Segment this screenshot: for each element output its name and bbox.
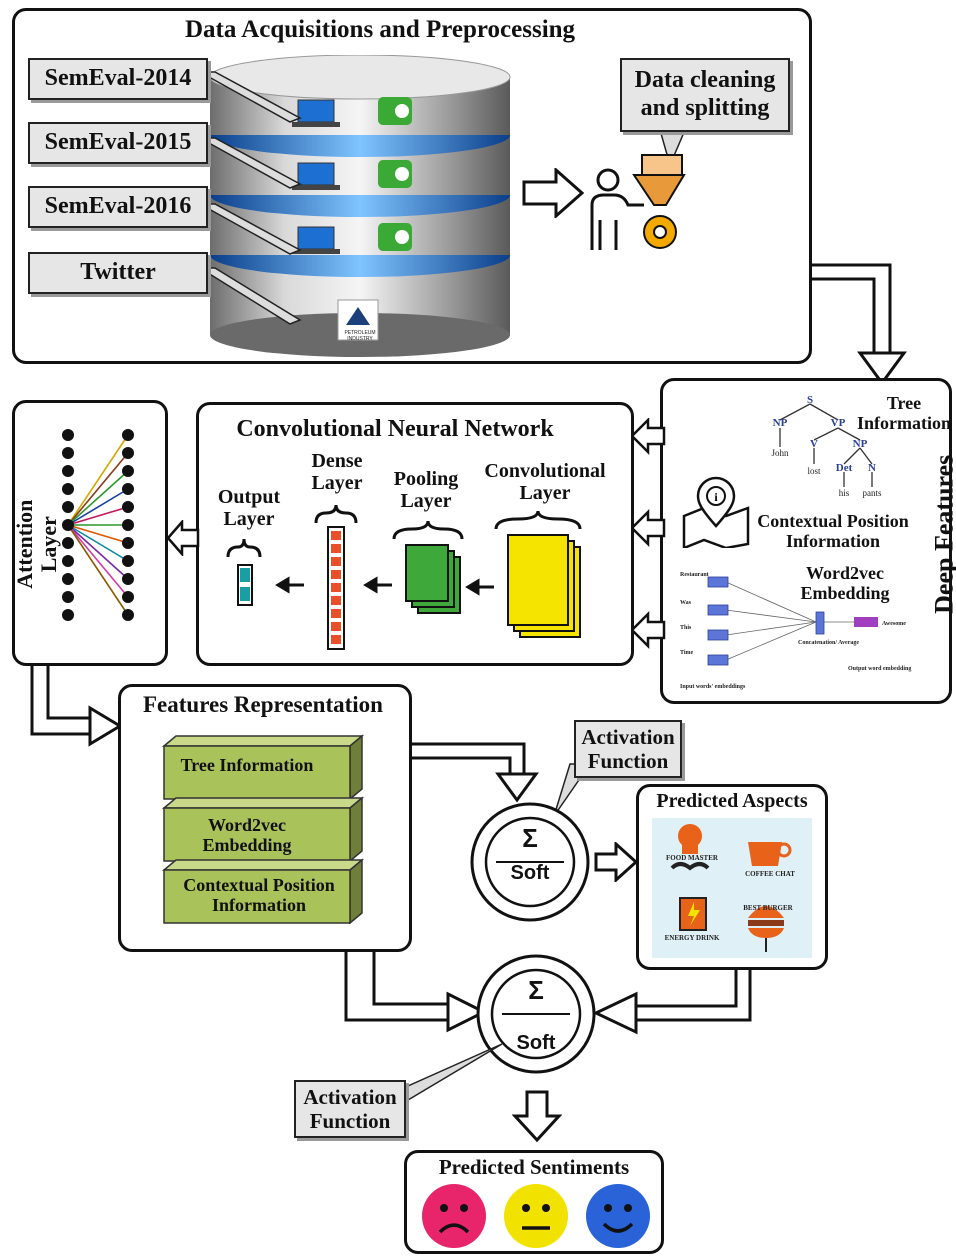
activation-pointer-2 [407, 1043, 503, 1100]
map-info-icon: i [682, 476, 750, 548]
feature-blocks [161, 734, 365, 924]
dataset-tag-semeval-2016: SemEval-2016 [28, 186, 208, 228]
db-badge-text: PETROLEUM INDUSTRY [344, 330, 376, 342]
softmax-soft-1: Soft [510, 862, 550, 884]
feature-block-tree: Tree Information [180, 755, 314, 775]
features-title: Features Representation [143, 692, 383, 717]
positive-face-icon [586, 1184, 650, 1248]
neutral-face-fill [504, 1184, 568, 1248]
aspect-label-energy: ENERGY DRINK [665, 934, 720, 942]
sentiments-title: Predicted Sentiments [438, 1155, 630, 1179]
cleaning-tag: Data cleaning and splitting [620, 58, 790, 132]
softmax-sigma-2: Σ [528, 975, 544, 1005]
w2v-input-label: Input words' embeddings [680, 684, 746, 690]
feature-block-context: Contextual Position Information [183, 875, 335, 915]
flow-arrow-to-aspects [594, 842, 638, 882]
w2v-word-1: Was [680, 600, 692, 606]
energy-drink-icon [679, 897, 707, 931]
softmax-soft-2: Soft [516, 1032, 556, 1054]
flow-arrow-features-to-activation-2 [344, 950, 488, 1033]
positive-face-fill [586, 1184, 650, 1248]
context-info-label: Contextual Position Information [757, 511, 909, 551]
person-funnel-icon [590, 154, 686, 250]
aspects-title: Predicted Aspects [656, 790, 808, 812]
tree-node-s: S [807, 394, 813, 406]
negative-face-fill [422, 1184, 486, 1248]
w2v-concat-label: Concatenation/ Average [798, 640, 859, 646]
w2v-diagram: Restaurant Was This Time Awesome Concate… [680, 572, 911, 690]
w2v-word-3: Time [680, 650, 694, 656]
tree-node-det: Det [836, 462, 853, 474]
parse-tree: S NP VP V NP Det N John lost his pants [771, 394, 882, 498]
dataset-tag-semeval-2015: SemEval-2015 [28, 122, 208, 164]
tree-leaf-pants: pants [863, 488, 882, 498]
flow-arrow-to-features [30, 664, 123, 747]
activation-function-tag-2: Activation Function [294, 1080, 406, 1138]
softmax-node-1 [470, 802, 590, 922]
aspect-label-coffee: COFFEE CHAT [745, 870, 795, 878]
tree-node-np: NP [773, 417, 788, 429]
activation-function-tag-1: Activation Function [574, 720, 682, 778]
sentiment-faces [422, 1184, 650, 1248]
tree-node-v: V [810, 438, 818, 450]
flow-arrow-to-deep-features [812, 263, 907, 386]
negative-face-icon [422, 1184, 486, 1248]
attention-panel [12, 400, 168, 666]
conv-layer-label: Convolutional Layer [484, 460, 606, 504]
coffee-cup-icon [748, 842, 792, 866]
softmax-node-2 [476, 954, 596, 1074]
chef-hat-icon [670, 824, 710, 871]
flow-arrows-to-cnn [630, 418, 666, 650]
w2v-output-word: Awesome [882, 621, 906, 627]
aspect-label-burger: BEST BURGER [743, 904, 793, 912]
flow-arrow-to-cleaning [522, 168, 584, 218]
flow-arrow-to-sentiments [512, 1090, 562, 1143]
cnn-title: Convolutional Neural Network [236, 416, 554, 442]
tree-info-label: Tree Information [857, 393, 951, 433]
attention-graphic [62, 429, 134, 621]
aspect-icons: FOOD MASTER COFFEE CHAT ENERGY DRINK BES… [665, 824, 795, 952]
flow-arrow-to-activation-1 [410, 742, 539, 803]
acquisition-title: Data Acquisitions and Preprocessing [184, 16, 576, 43]
dataset-tag-twitter: Twitter [28, 252, 208, 294]
w2v-output-label: Output word embedding [848, 666, 911, 672]
softmax-sigma-1: Σ [522, 823, 538, 853]
cnn-layers-graphic [226, 504, 582, 650]
svg-text:i: i [714, 490, 718, 504]
w2v-label: Word2vec Embedding [800, 563, 890, 603]
output-layer-label: Output Layer [217, 486, 281, 530]
aspect-label-food: FOOD MASTER [666, 854, 719, 862]
dense-layer-label: Dense Layer [311, 450, 363, 494]
tree-node-np2: NP [853, 438, 868, 450]
dataset-tag-semeval-2014: SemEval-2014 [28, 58, 208, 100]
feature-block-w2v: Word2vec Embedding [202, 815, 292, 855]
burger-icon [748, 906, 784, 952]
dataset-pointers [197, 71, 302, 325]
flow-arrow-aspects-to-activation-2 [592, 968, 752, 1035]
w2v-word-2: This [680, 625, 692, 631]
tree-node-vp: VP [831, 417, 846, 429]
aspects-image [652, 818, 812, 958]
pooling-layer-label: Pooling Layer [393, 468, 459, 512]
neutral-face-icon [504, 1184, 568, 1248]
w2v-word-0: Restaurant [680, 572, 709, 578]
flow-arrow-to-attention [166, 520, 200, 556]
tree-node-n: N [868, 462, 876, 474]
tree-leaf-his: his [839, 488, 850, 498]
tree-leaf-lost: lost [807, 466, 821, 476]
tree-leaf-john: John [771, 448, 789, 458]
